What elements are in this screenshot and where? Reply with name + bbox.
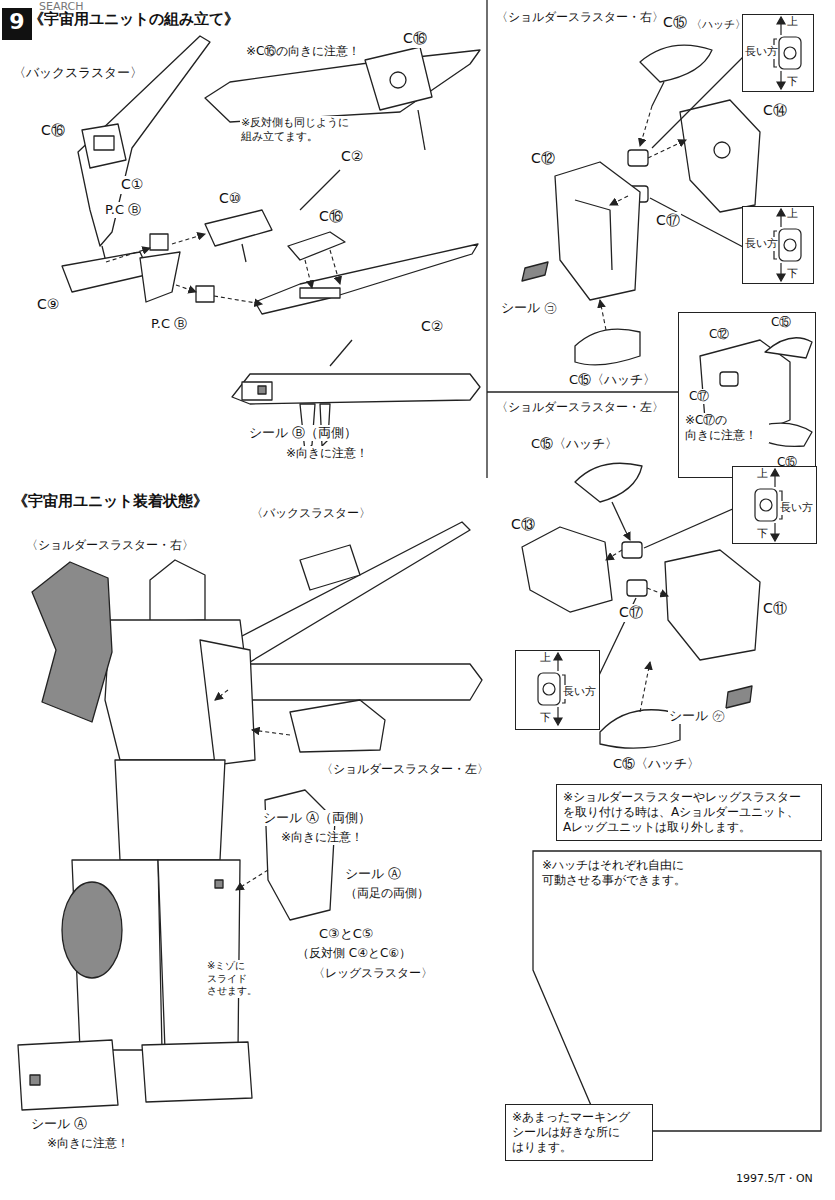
part-label: C⑯ xyxy=(40,122,66,140)
part-label: C① xyxy=(120,176,144,194)
part-label: シール ㋘ xyxy=(668,708,726,724)
node-text: 上 xyxy=(787,207,798,221)
node-text: 下 xyxy=(787,75,798,89)
part-label: C⑨ xyxy=(36,296,60,314)
assembly-arrows xyxy=(606,530,668,712)
note-box: ※あまったマーキング シールは好きな所に はります。 xyxy=(505,1104,653,1161)
part-label: C⑪ xyxy=(762,600,788,618)
part-label: C⑮〈ハッチ〉 xyxy=(530,436,619,452)
node-text: C⑮ xyxy=(771,315,791,330)
region-outline xyxy=(532,850,822,1132)
part-label: シール Ⓑ（両側） xyxy=(248,425,358,441)
part-label: ※向きに注意！ xyxy=(285,446,369,461)
node-text: ※あまったマーキング シールは好きな所に はります。 xyxy=(512,1110,644,1155)
part-label: 〈ショルダースラスター・左〉 xyxy=(320,762,490,777)
assembly-arrows xyxy=(106,234,340,304)
part-label: 〈バックスラスター〉 xyxy=(12,65,144,81)
node-text: ※ショルダースラスターやレッグスラスター を取り付ける時は、Aショルダーユニット… xyxy=(563,790,815,835)
part-label: C⑫ xyxy=(530,150,556,168)
node-text: 長い方 xyxy=(745,237,778,251)
orientation-box: 上長い方下 xyxy=(515,650,600,730)
part-label: ※向きに注意！ xyxy=(280,830,364,845)
part-label: 〈ショルダースラスター・右〉 xyxy=(495,10,665,25)
part-label: ※反対側も同じように 組み立てます。 xyxy=(240,116,372,144)
part-label: C⑰ xyxy=(655,212,681,230)
part-label: C⑮〈ハッチ〉 xyxy=(612,756,701,772)
part-label: C⑯ xyxy=(318,208,344,226)
part-label: （反対側 C④とC⑥） xyxy=(296,946,412,961)
part-label: 〈ショルダースラスター・左〉 xyxy=(495,400,665,415)
node-text: 長い方 xyxy=(780,501,813,515)
node-text: 下 xyxy=(787,267,798,281)
part-label: C⑮ xyxy=(662,14,688,32)
part-label: P.C Ⓑ xyxy=(150,316,188,332)
part-label: （両足の両側） xyxy=(344,886,430,901)
part-label: C⑩ xyxy=(218,190,242,208)
orientation-box: 上長い方下 xyxy=(742,14,814,92)
part-label: C⑰ xyxy=(618,604,644,622)
part-label: ※ミゾに スライド させます。 xyxy=(206,960,263,998)
node-text: ※ハッチはそれぞれ自由に 可動させる事ができます。 xyxy=(542,858,712,888)
part-label: C② xyxy=(340,148,364,166)
assembly-arrows xyxy=(600,106,686,330)
part-label: P.C Ⓑ xyxy=(104,202,142,218)
part-label: C③とC⑤ xyxy=(318,926,374,942)
part-label: ※C⑯の向きに注意！ xyxy=(245,44,361,59)
note-region: ※ハッチはそれぞれ自由に 可動させる事ができます。 xyxy=(532,850,822,1132)
robot-figure xyxy=(18,522,482,1110)
part-label: シール Ⓐ xyxy=(344,866,402,882)
orientation-box: 上長い方下 xyxy=(742,206,814,284)
part-label: シール Ⓐ xyxy=(30,1116,88,1132)
part-label: C⑮〈ハッチ〉 xyxy=(568,372,657,388)
shoulder-thruster-right-parts xyxy=(522,45,812,446)
orientation-box: 上長い方下 xyxy=(732,466,817,544)
part-label: シール Ⓐ（両側） xyxy=(262,810,372,826)
part-label: 〈バックスラスター〉 xyxy=(250,506,372,521)
node-text: C⑫ xyxy=(709,327,729,342)
node-text: ※C⑰の 向きに注意！ xyxy=(685,413,769,443)
part-label: C⑭ xyxy=(762,102,788,120)
back-thruster-parts xyxy=(62,36,480,452)
node-text: 上 xyxy=(757,467,768,481)
part-label: 〈ショルダースラスター・右〉 xyxy=(25,538,195,553)
assembly-arrows xyxy=(215,690,290,890)
node-text: 下 xyxy=(540,711,551,725)
section-heading: 《宇宙用ユニット装着状態》 xyxy=(12,492,209,511)
part-label: 〈レッグスラスター〉 xyxy=(312,966,434,981)
note-box: ※ショルダースラスターやレッグスラスター を取り付ける時は、Aショルダーユニット… xyxy=(556,784,822,841)
part-label: C⑯ xyxy=(402,30,428,48)
node-text: 上 xyxy=(787,15,798,29)
node-text: 長い方 xyxy=(745,45,778,59)
part-label: 〈ハッチ〉 xyxy=(690,18,747,32)
step-number: 9 xyxy=(2,8,32,40)
part-label: ※向きに注意！ xyxy=(46,1136,130,1151)
detail-inset: C⑫C⑮C⑰※C⑰の 向きに注意！C⑮ xyxy=(678,312,816,478)
part-label: シール ㋙ xyxy=(500,300,558,316)
node-text: 長い方 xyxy=(563,685,596,699)
section-heading: 《宇宙用ユニットの組み立て》 xyxy=(28,10,240,29)
node-text: C⑰ xyxy=(689,389,709,404)
part-label: 1997.5/T・ON xyxy=(735,1172,814,1186)
node-text: 下 xyxy=(757,527,768,541)
part-label: C⑬ xyxy=(510,516,536,534)
step-number: 9 xyxy=(2,8,32,36)
node-text: 上 xyxy=(540,651,551,665)
part-label: C② xyxy=(420,318,444,336)
